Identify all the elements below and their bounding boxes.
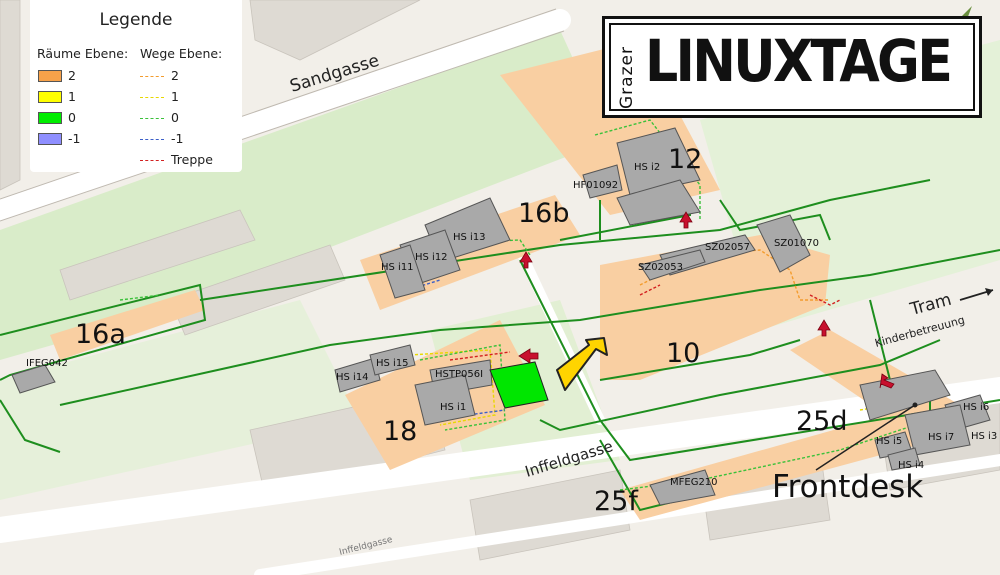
room-hs-i2: HS i2 (634, 162, 660, 173)
park-area (0, 30, 610, 360)
grazer-linuxtage-logo: Grazer LINUXTAGE (602, 16, 982, 118)
legend-room-swatch-2 (38, 70, 62, 82)
legend-path-line-0 (140, 118, 164, 119)
legend-path-line-treppe (140, 160, 164, 161)
legend-room-swatch-0 (38, 112, 62, 124)
legend-room-label: 0 (68, 110, 76, 125)
legend-title: Legende (99, 10, 173, 30)
building-12-label: 12 (668, 144, 702, 175)
legend-rooms-header: Räume Ebene: (37, 46, 129, 61)
logo-linuxtage-text: LINUXTAGE (645, 27, 953, 95)
legend-path-line-1 (140, 97, 164, 98)
building-16b-label: 16b (518, 198, 570, 229)
building-10-label: 10 (666, 338, 700, 369)
room-hf01092: HF01092 (573, 180, 618, 191)
legend-paths-header: Wege Ebene: (140, 46, 223, 61)
room-hs-i14: HS i14 (336, 372, 369, 383)
room-hs-i6: HS i6 (963, 402, 989, 413)
room-hs-i7: HS i7 (928, 432, 954, 443)
legend-room-swatch-1 (38, 91, 62, 103)
room-sz02057: SZ02057 (705, 242, 750, 253)
legend-path-label: Treppe (171, 152, 213, 167)
legend-path-label: -1 (171, 131, 184, 146)
legend-path-line-minus1 (140, 139, 164, 140)
room-hs-i1: HS i1 (440, 402, 466, 413)
legend-room-label: 2 (68, 68, 76, 83)
room-hs-i4: HS i4 (898, 460, 924, 471)
building-25f-label: 25f (594, 486, 639, 517)
map-legend: Legende Räume Ebene: Wege Ebene: 2 1 0 -… (30, 0, 242, 172)
hstp056-level0-room (489, 361, 549, 409)
frontdesk-label: Frontdesk (772, 469, 923, 505)
room-hs-i15: HS i15 (376, 358, 409, 369)
legend-room-label: -1 (68, 131, 81, 146)
room-hstp056: HSTP056I (435, 369, 483, 380)
entrance-arrows (518, 211, 895, 389)
room-sz01070: SZ01070 (774, 238, 819, 249)
you-are-here-arrow (556, 337, 608, 391)
building-16a-label: 16a (75, 319, 126, 350)
building-18-label: 18 (383, 416, 417, 447)
legend-path-label: 1 (171, 89, 179, 104)
room-hs-i12: HS i12 (415, 252, 448, 263)
room-ifeg042: IFEG042 (26, 358, 68, 369)
legend-path-label: 0 (171, 110, 179, 125)
room-mfeg210: MFEG210 (670, 477, 718, 488)
legend-path-line-2 (140, 76, 164, 77)
roads (0, 9, 1000, 575)
room-hs-i13: HS i13 (453, 232, 486, 243)
room-sz02053: SZ02053 (638, 262, 683, 273)
room-hs-i11: HS i11 (381, 262, 414, 273)
park-area (0, 300, 360, 500)
legend-room-swatch-minus1 (38, 133, 62, 145)
room-hs-i3: HS i3 (971, 431, 997, 442)
legend-path-label: 2 (171, 68, 179, 83)
logo-frame: Grazer LINUXTAGE (609, 23, 975, 111)
logo-grazer-text: Grazer (617, 46, 637, 109)
legend-room-label: 1 (68, 89, 76, 104)
building-25d-label: 25d (796, 406, 848, 437)
walkways (0, 179, 1000, 512)
room-hs-i5: HS i5 (876, 436, 902, 447)
